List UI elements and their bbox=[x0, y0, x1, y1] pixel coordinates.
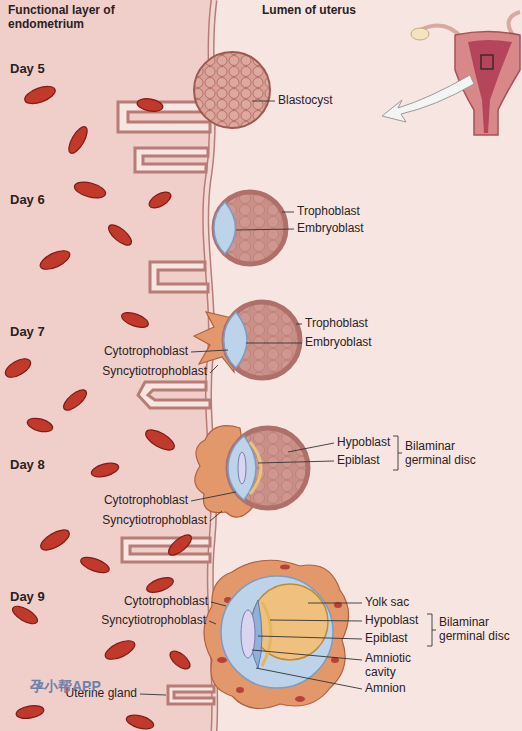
heading: Lumen of uterus bbox=[262, 4, 356, 18]
bracket-label: Bilaminar germinal disc bbox=[405, 440, 497, 468]
heading: Functional layer of endometrium bbox=[8, 4, 138, 32]
stage-label: Day 6 bbox=[10, 193, 45, 208]
part-label: Epiblast bbox=[337, 454, 380, 468]
stage-label: Day 5 bbox=[10, 62, 45, 77]
part-label: Embryoblast bbox=[305, 336, 372, 350]
part-label: Cytotrophoblast bbox=[104, 494, 188, 508]
part-label: Amnion bbox=[365, 682, 406, 696]
part-label: Cytotrophoblast bbox=[104, 345, 188, 359]
part-label: Amniotic cavity bbox=[365, 652, 423, 680]
part-label: Yolk sac bbox=[365, 596, 409, 610]
part-label: Trophoblast bbox=[297, 205, 360, 219]
part-label: Syncytiotrophoblast bbox=[102, 514, 207, 528]
part-label: Hypoblast bbox=[337, 436, 390, 450]
bracket-label: Bilaminar germinal disc bbox=[439, 616, 517, 644]
part-label: Syncytiotrophoblast bbox=[102, 365, 207, 379]
stage-label: Day 9 bbox=[10, 590, 45, 605]
part-label: Epiblast bbox=[365, 632, 408, 646]
part-label: Cytotrophoblast bbox=[124, 595, 208, 609]
part-label: Hypoblast bbox=[365, 614, 418, 628]
part-label: Trophoblast bbox=[305, 317, 368, 331]
part-label: Syncytiotrophoblast bbox=[101, 614, 206, 628]
stage-label: Day 7 bbox=[10, 325, 45, 340]
part-label: Embryoblast bbox=[297, 222, 364, 236]
watermark: 孕小帮APP bbox=[30, 678, 101, 694]
part-label: Blastocyst bbox=[278, 94, 333, 108]
stage-label: Day 8 bbox=[10, 458, 45, 473]
